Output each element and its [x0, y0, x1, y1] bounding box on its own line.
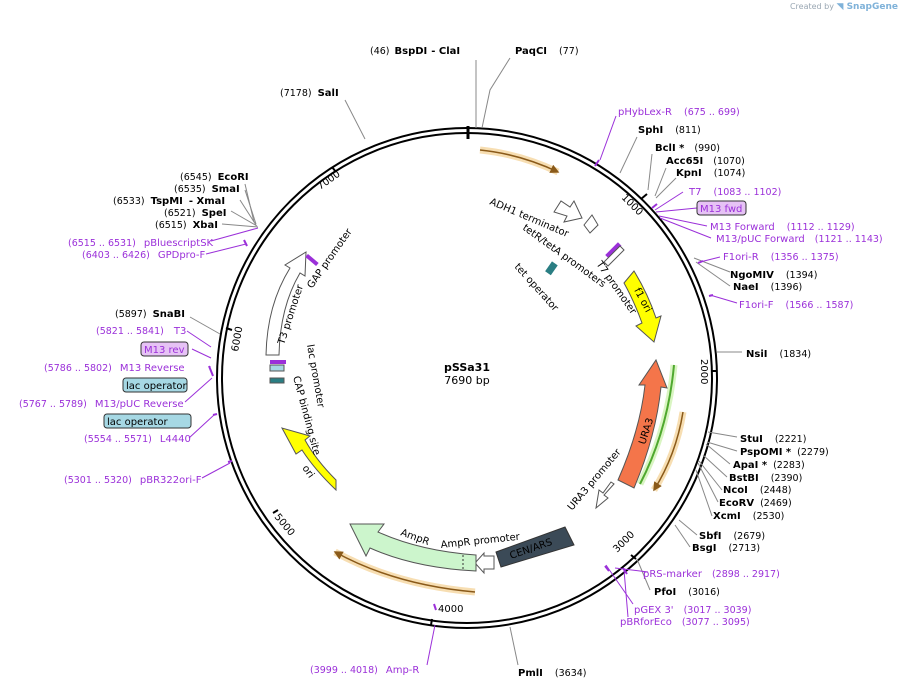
cap-binding-site-label: lac operator [107, 417, 168, 428]
lac-operator-mark [269, 364, 285, 372]
enzyme-snabi: (5897)SnaBI [115, 309, 185, 320]
primer-m13-forward: M13 Forward(1112 .. 1129) [710, 222, 855, 233]
enzyme-xcmi: XcmI(2530) [713, 511, 784, 522]
enzyme-ngomiv: NgoMIV(1394) [730, 270, 817, 281]
primer-pbrforeco: pBRforEco(3077 .. 3095) [620, 617, 750, 628]
plasmid-name: pSSa31 [444, 361, 490, 374]
t7-promoter-arrow [603, 245, 625, 267]
enzyme-spei: (6521)SpeI [164, 208, 226, 219]
primer-amp-r: (3999 .. 4018)Amp-R [310, 665, 419, 676]
primer-m13-fwd: M13 fwd [700, 204, 742, 215]
primer-pgex-3: pGEX 3'(3017 .. 3039) [634, 605, 751, 616]
ampr-arrow [349, 523, 477, 572]
primer-marks [208, 159, 714, 611]
primer-labels: pHybLex-R(675 .. 699) T7(1083 .. 1102) M… [19, 107, 883, 676]
tick-6000: 6000 [230, 326, 245, 353]
primer-pbr322ori-f: (5301 .. 5320)pBR322ori-F [64, 475, 202, 486]
primer-f1ori-f: F1ori-F(1566 .. 1587) [739, 300, 853, 311]
enzyme-nsii: NsiI(1834) [746, 349, 811, 360]
orf-arc-top-line [479, 149, 560, 173]
primer-leaders [184, 115, 738, 666]
enzyme-sbfi: SbfI(2679) [699, 531, 765, 542]
m13-fwd-box [696, 200, 747, 216]
sk-primer-mark [305, 253, 319, 267]
primer-m13-puc-reverse: (5767 .. 5789)M13/pUC Reverse [19, 399, 184, 410]
snapgene-branding: Created by ◥ SnapGene [790, 2, 898, 12]
enzyme-paqci: PaqCI(77) [515, 46, 579, 57]
f1-ori-arrow [623, 270, 662, 343]
cap-binding-box [103, 413, 192, 429]
tick-7000: 7000 [315, 169, 342, 193]
tetr-promoters-arrow [583, 214, 599, 234]
enzyme-xbai: (6515)XbaI [155, 220, 218, 231]
ura3-promoter-arrow [595, 481, 615, 510]
orf-arc-right-line [653, 411, 684, 492]
t7-promoter-mark [605, 242, 622, 259]
enzyme-labels: (46)BspDI- ClaI PaqCI(77) (7178)SalI Sph… [113, 46, 829, 679]
branding-prefix: Created by [789, 2, 834, 11]
enzyme-stui: StuI(2221) [740, 434, 806, 445]
enzyme-sali: (7178)SalI [280, 88, 339, 99]
ura3-arrow [617, 358, 668, 489]
enzyme-smai: (6535)SmaI [174, 184, 240, 195]
primer-f1ori-r: F1ori-R(1356 .. 1375) [723, 252, 839, 263]
orf-arc-top [479, 146, 560, 176]
enzyme-pmli: PmlI(3634) [518, 668, 587, 679]
primer-l4440: (5554 .. 5571)L4440 [84, 434, 191, 445]
enzyme-naei: NaeI(1396) [733, 282, 802, 293]
enzyme-pspomi: PspOMI *(2279) [740, 447, 829, 458]
cap-binding-mark [269, 377, 285, 384]
tick-2000: 2000 [698, 359, 709, 384]
primer-cluster-mark [270, 360, 286, 364]
enzyme-bcli: BclI *(990) [655, 143, 720, 154]
tick-1000: 1000 [619, 192, 645, 218]
enzyme-acc65i: Acc65I(1070) [666, 156, 745, 167]
primer-gpdpro-f: (6403 .. 6426)GPDpro-F [82, 250, 205, 261]
primer-phyblex-r: pHybLex-R(675 .. 699) [618, 107, 740, 118]
cen-ars-box [495, 526, 575, 568]
enzyme-pfoi: PfoI(3016) [654, 587, 720, 598]
branding-product: SnapGene [846, 2, 898, 12]
ura3-promoter-label: URA3 promoter [566, 446, 624, 512]
enzyme-bsgi: BsgI(2713) [692, 543, 760, 554]
tick-4000: 4000 [438, 604, 463, 615]
enzyme-tspmi: (6533)TspMI- XmaI [113, 196, 225, 207]
enzyme-bstbi: BstBI(2390) [729, 473, 802, 484]
primer-pbluescriptsk: (6515 .. 6531)pBluescriptSK [68, 238, 214, 249]
tick-5000: 5000 [272, 512, 297, 539]
orf-arc-bottom-line [333, 551, 476, 593]
gap-promoter-arrow [265, 251, 307, 356]
primer-t3: (5821 .. 5841)T3 [96, 326, 186, 337]
primer-m13-rev: M13 rev [144, 345, 185, 356]
ampr-promoter-arrow [474, 551, 495, 575]
enzyme-ecorv: EcoRV(2469) [719, 498, 792, 509]
lac-operator-box [122, 377, 188, 393]
lac-operator-text: lac operator [126, 381, 187, 392]
primer-m13-reverse: (5786 .. 5802)M13 Reverse [44, 363, 185, 374]
enzyme-ecori: (6545)EcoRI [180, 172, 249, 183]
ori-arrow [280, 427, 337, 492]
ura3-orf-line [639, 364, 675, 485]
primer-m13-puc-forward: M13/pUC Forward(1121 .. 1143) [716, 234, 883, 245]
adh1-terminator-arrow [553, 199, 583, 223]
snapgene-logo: ◥ [836, 2, 847, 12]
plasmid-size: 7690 bp [444, 374, 489, 387]
enzyme-bspdi: (46)BspDI- ClaI [370, 46, 460, 57]
enzyme-leaders [189, 57, 742, 666]
tick-3000: 3000 [611, 529, 637, 555]
enzyme-ncoi: NcoI(2448) [723, 485, 791, 496]
primer-prs-marker: pRS-marker(2898 .. 2917) [643, 569, 780, 580]
m13-rev-box [140, 341, 189, 357]
tet-operator-mark [545, 261, 558, 276]
enzyme-apai: ApaI *(2283) [733, 460, 805, 471]
enzyme-sphi: SphI(811) [638, 125, 701, 136]
enzyme-kpni: KpnI(1074) [676, 168, 745, 179]
primer-t7: T7(1083 .. 1102) [688, 187, 781, 198]
